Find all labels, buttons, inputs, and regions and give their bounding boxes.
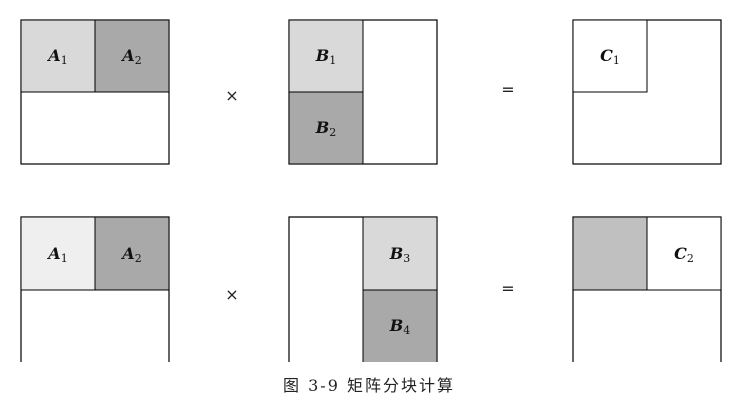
block-b4 — [362, 289, 438, 362]
times-operator-row2: × — [225, 285, 238, 304]
block-a1-row1 — [20, 19, 96, 93]
equals-operator-row1: = — [501, 80, 514, 99]
label-a1-row1: A1 — [46, 46, 67, 67]
label-b1: B1 — [315, 46, 337, 67]
matrix-c-row1: C1 — [572, 19, 722, 165]
label-a2-row2: A2 — [120, 244, 141, 265]
block-c1 — [572, 19, 648, 93]
block-c2 — [646, 216, 722, 291]
label-b2: B2 — [315, 118, 337, 139]
label-b4: B4 — [389, 316, 411, 337]
block-a2-row2 — [94, 216, 170, 291]
block-b2 — [288, 91, 364, 165]
block-a2-row1 — [94, 19, 170, 93]
label-b3: B3 — [389, 244, 411, 265]
label-a2-row1: A2 — [120, 46, 141, 67]
matrix-b-row2: B3 B4 — [288, 216, 438, 362]
label-a1-row2: A1 — [46, 244, 67, 265]
block-b3 — [362, 216, 438, 291]
figure-caption: 图 3-9 矩阵分块计算 — [283, 376, 455, 395]
matrix-a-row2: A1 A2 — [20, 216, 170, 362]
block-b1 — [288, 19, 364, 93]
equals-operator-row2: = — [501, 279, 514, 298]
matrix-b-row1: B1 B2 — [288, 19, 438, 165]
times-operator-row1: × — [225, 86, 238, 105]
label-c1: C1 — [600, 46, 620, 67]
matrix-c-row2: C2 — [572, 216, 722, 362]
label-c2: C2 — [674, 244, 694, 265]
block-a1-row2 — [20, 216, 96, 291]
matrix-a-row1: A1 A2 — [20, 19, 170, 165]
block-c-shaded — [572, 216, 648, 291]
